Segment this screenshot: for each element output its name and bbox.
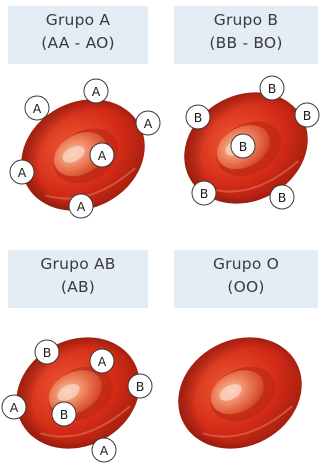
svg-text:B: B — [60, 407, 69, 422]
svg-text:B: B — [43, 345, 52, 360]
svg-text:A: A — [98, 354, 107, 369]
antigen-ab-6: A — [92, 438, 116, 462]
antigen-b-5: B — [192, 181, 216, 205]
red-blood-cell-o — [159, 316, 322, 466]
antigen-a-5: A — [10, 160, 34, 184]
antigen-ab-3: B — [128, 374, 152, 398]
svg-text:A: A — [33, 101, 42, 116]
antigen-ab-1: B — [35, 340, 59, 364]
antigen-ab-4: A — [2, 395, 26, 419]
antigen-b-4: B — [231, 134, 255, 158]
antigen-a-2: A — [84, 79, 108, 103]
svg-text:B: B — [278, 190, 287, 205]
antigen-b-3: B — [295, 103, 319, 127]
svg-text:B: B — [303, 108, 312, 123]
svg-text:B: B — [194, 110, 203, 125]
svg-text:A: A — [144, 116, 153, 131]
svg-text:A: A — [98, 148, 107, 163]
svg-text:B: B — [136, 379, 145, 394]
antigen-a-1: A — [25, 96, 49, 120]
svg-text:A: A — [10, 400, 19, 415]
antigen-ab-2: A — [90, 349, 114, 373]
antigen-b-1: B — [260, 76, 284, 100]
antigen-b-6: B — [270, 185, 294, 209]
svg-text:B: B — [239, 139, 248, 154]
antigen-ab-5: B — [52, 402, 76, 426]
svg-text:A: A — [92, 84, 101, 99]
antigen-b-2: B — [186, 105, 210, 129]
svg-text:A: A — [100, 443, 109, 458]
antigen-a-4: A — [90, 143, 114, 167]
svg-text:A: A — [18, 165, 27, 180]
antigen-a-3: A — [136, 111, 160, 135]
antigen-a-6: A — [69, 194, 93, 218]
svg-text:B: B — [268, 81, 277, 96]
svg-text:A: A — [77, 199, 86, 214]
svg-text:B: B — [200, 186, 209, 201]
